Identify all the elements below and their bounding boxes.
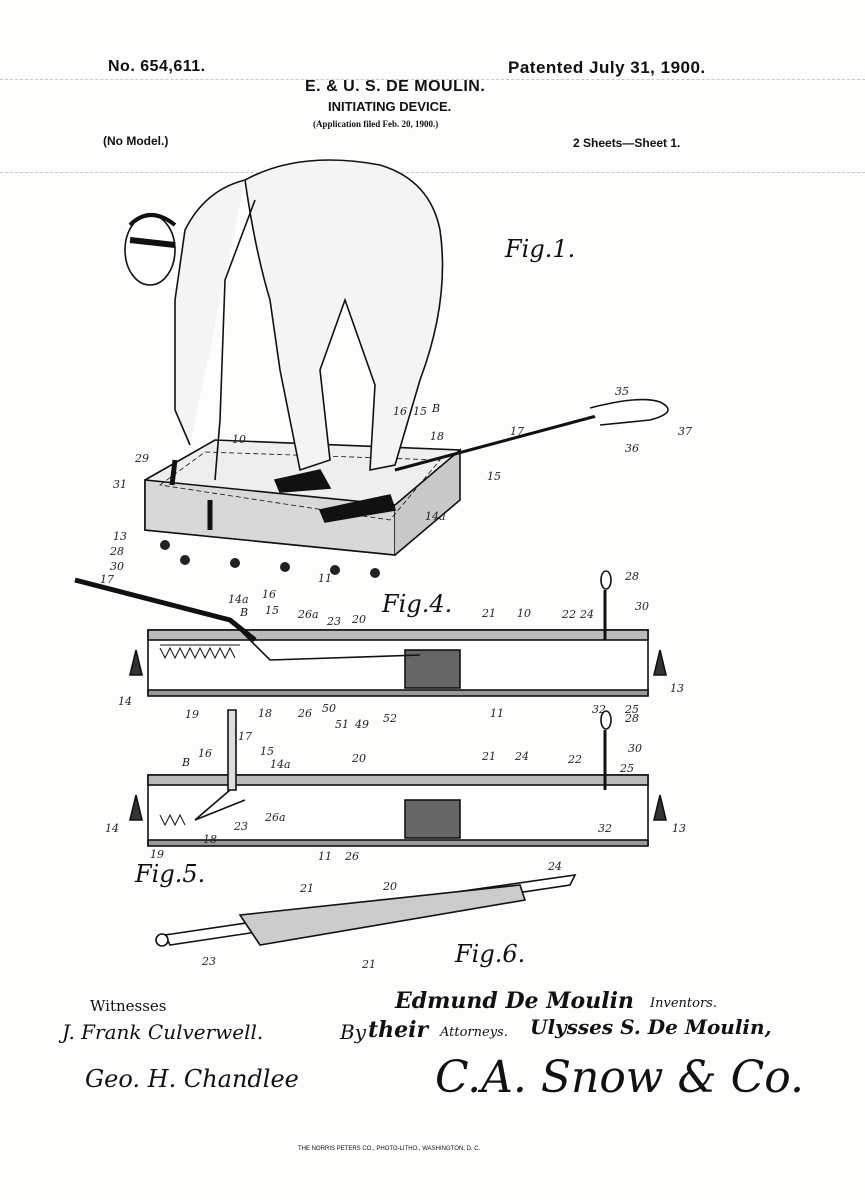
svg-text:17: 17 [510,425,524,438]
patent-number: No. 654,611. [108,58,206,75]
application-date: (Application filed Feb. 20, 1900.) [313,119,439,129]
svg-text:30: 30 [110,560,124,573]
fig5-label: Fig.5. [135,860,206,888]
inventor-1-name: Edmund De Moulin [395,988,634,1014]
witness-2-signature: Geo. H. Chandlee [85,1065,299,1093]
svg-text:18: 18 [430,430,444,443]
svg-text:26a: 26a [297,608,319,621]
svg-text:28: 28 [624,570,639,583]
witness-1-signature: J. Frank Culverwell. [62,1020,264,1044]
svg-text:30: 30 [635,600,649,613]
svg-text:B: B [239,606,248,619]
svg-text:10: 10 [517,607,531,620]
svg-text:50: 50 [322,702,336,715]
svg-text:26: 26 [297,707,312,720]
svg-text:16: 16 [393,405,407,418]
inventor-names: E. & U. S. DE MOULIN. [305,78,486,95]
svg-text:23: 23 [326,615,341,628]
svg-text:17: 17 [100,573,114,586]
scan-rule [0,79,865,80]
svg-text:16: 16 [262,588,276,601]
svg-text:35: 35 [615,385,629,398]
attorneys-label: Attorneys. [440,1025,508,1040]
svg-text:32: 32 [598,822,612,835]
svg-text:19: 19 [150,848,164,861]
svg-text:14a: 14a [228,593,249,606]
svg-text:52: 52 [383,712,397,725]
svg-text:30: 30 [628,742,642,755]
patent-date: Patented July 31, 1900. [508,58,706,77]
svg-text:18: 18 [258,707,272,720]
fig4-label: Fig.4. [382,590,453,618]
fig6-drawing [155,873,577,947]
svg-text:25: 25 [624,703,639,716]
svg-text:24: 24 [547,860,562,873]
svg-text:23: 23 [233,820,248,833]
svg-text:20: 20 [382,880,397,893]
svg-text:28: 28 [109,545,124,558]
svg-text:14a: 14a [425,510,446,523]
svg-text:10: 10 [232,433,246,446]
svg-text:20: 20 [351,752,366,765]
fig5-drawing [128,709,668,847]
svg-text:15: 15 [260,745,274,758]
svg-text:13: 13 [672,822,686,835]
svg-text:15: 15 [487,470,501,483]
inventors-label: Inventors. [650,996,717,1011]
attorney-signature: C.A. Snow & Co. [435,1052,804,1103]
svg-text:21: 21 [481,607,496,620]
inventor-2-name: Ulysses S. De Moulin, [530,1015,772,1039]
svg-text:11: 11 [318,850,332,863]
svg-text:18: 18 [203,833,217,846]
svg-text:11: 11 [318,572,332,585]
invention-title: INITIATING DEVICE. [328,99,452,114]
svg-text:24: 24 [514,750,529,763]
svg-text:21: 21 [361,958,376,971]
svg-text:15: 15 [265,604,279,617]
svg-text:21: 21 [481,750,496,763]
by-label: By [340,1020,366,1044]
svg-text:24: 24 [579,608,594,621]
svg-text:26a: 26a [264,811,286,824]
scan-rule [0,172,865,173]
witnesses-label: Witnesses [90,997,167,1015]
svg-text:51: 51 [335,718,349,731]
svg-text:15: 15 [413,405,427,418]
svg-text:22: 22 [567,753,582,766]
fig1-label: Fig.1. [505,235,576,263]
svg-text:13: 13 [113,530,127,543]
svg-text:36: 36 [625,442,639,455]
svg-text:17: 17 [238,730,252,743]
svg-text:19: 19 [185,708,199,721]
svg-text:13: 13 [670,682,684,695]
svg-text:32: 32 [592,703,606,716]
svg-text:11: 11 [490,707,504,720]
svg-text:37: 37 [678,425,692,438]
their-label: their [368,1017,429,1043]
svg-text:29: 29 [134,452,149,465]
svg-text:21: 21 [299,882,314,895]
svg-text:20: 20 [351,613,366,626]
svg-text:14a: 14a [270,758,291,771]
svg-text:23: 23 [201,955,216,968]
svg-text:26: 26 [344,850,359,863]
svg-text:B: B [181,756,190,769]
svg-text:14: 14 [105,822,119,835]
svg-text:25: 25 [619,762,634,775]
no-model-note: (No Model.) [103,134,169,148]
svg-text:49: 49 [354,718,369,731]
printer-credit: THE NORRIS PETERS CO., PHOTO-LITHO., WAS… [298,1146,481,1152]
svg-text:31: 31 [113,478,127,491]
svg-text:B: B [431,402,440,415]
sheet-count: 2 Sheets—Sheet 1. [573,136,681,150]
svg-text:22: 22 [561,608,576,621]
fig6-label: Fig.6. [455,940,526,968]
fig1-drawing [124,159,669,578]
svg-text:14: 14 [118,695,132,708]
svg-text:16: 16 [198,747,212,760]
svg-text:28: 28 [624,712,639,725]
fig4-drawing [74,570,668,697]
